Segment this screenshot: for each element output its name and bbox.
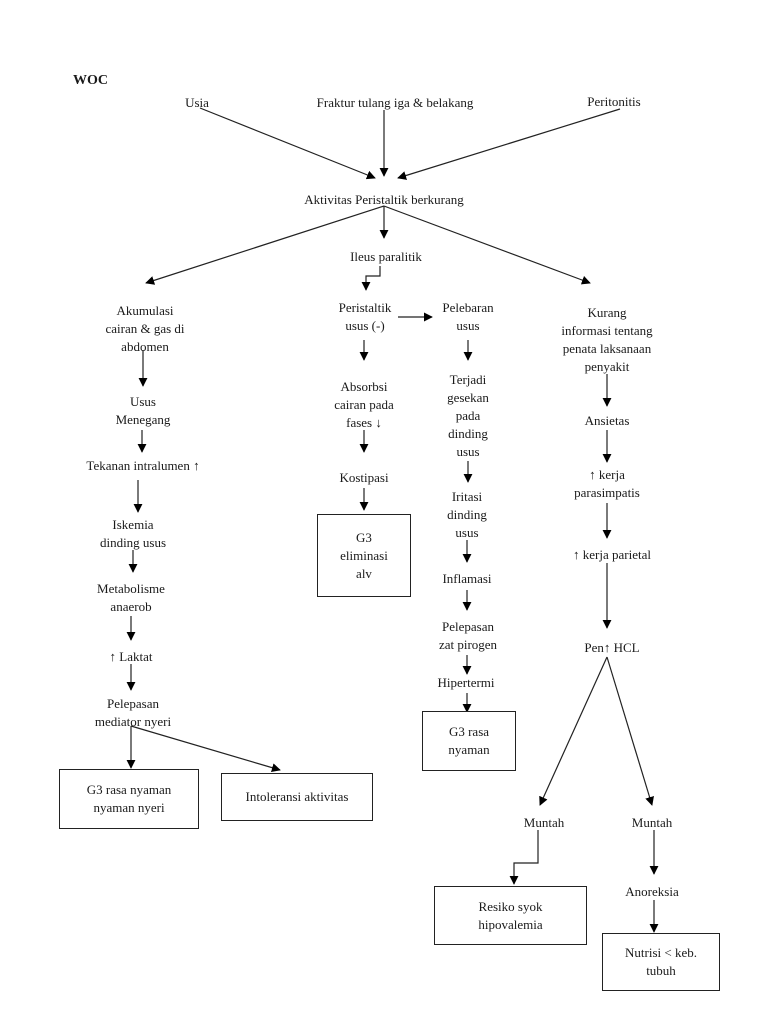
node-pen-hcl: Pen↑ HCL (584, 640, 640, 655)
node-pelepasan-pirogen: Pelepasan zat pirogen (438, 619, 498, 652)
node-kurang-informasi: Kurang informasi tentang penata laksanaa… (561, 305, 653, 374)
node-hipertermi: Hipertermi (437, 675, 495, 690)
node-terjadi-gesekan: Terjadi gesekan pada dinding usus (447, 372, 489, 459)
node-fraktur: Fraktur tulang iga & belakang (316, 95, 474, 110)
node-laktat: ↑ Laktat (109, 649, 153, 664)
edge-peritonitis-aktivitas (397, 108, 621, 180)
node-usia: Usia (185, 95, 209, 110)
node-iritasi: Iritasi dinding usus (447, 489, 487, 540)
node-inflamasi: Inflamasi (442, 571, 492, 586)
box-nutrisi: Nutrisi < keb. tubuh (602, 933, 720, 991)
edge-hcl-muntahleft (539, 656, 608, 806)
edge-aktivitas-kurang (383, 205, 591, 285)
node-kerja-parietal: ↑ kerja parietal (573, 547, 651, 562)
node-ileus: Ileus paralitik (350, 249, 422, 264)
box-resiko-syok: Resiko syok hipovalemia (434, 886, 587, 945)
edge-aktivitas-akumulasi (145, 205, 385, 285)
node-kostipasi: Kostipasi (339, 470, 389, 485)
edge-pelepasan-intoleransi (130, 725, 281, 773)
node-usus-menegang: Usus Menegang (115, 394, 171, 427)
node-kerja-parasimpatis: ↑ kerja parasimpatis (574, 467, 640, 500)
edge-usia-aktivitas (199, 107, 376, 180)
box-g3-rasa-nyaman: G3 rasa nyaman (422, 711, 516, 771)
node-iskemia: Iskemia dinding usus (99, 517, 167, 550)
node-muntah-left: Muntah (523, 815, 565, 830)
node-anoreksia: Anoreksia (625, 884, 679, 899)
node-absorbsi: Absorbsi cairan pada fases ↓ (334, 379, 394, 430)
edge-muntahleft-resiko (509, 830, 539, 885)
node-pelebaran: Pelebaran usus (442, 300, 494, 333)
node-akumulasi: Akumulasi cairan & gas di abdomen (105, 303, 185, 354)
node-ansietas: Ansietas (584, 413, 630, 428)
node-aktivitas: Aktivitas Peristaltik berkurang (304, 192, 464, 207)
node-tekanan: Tekanan intralumen ↑ (86, 458, 200, 473)
box-intoleransi: Intoleransi aktivitas (221, 773, 373, 821)
node-peristaltik-usus: Peristaltik usus (-) (338, 300, 392, 333)
box-g3-eliminasi: G3 eliminasi alv (317, 514, 411, 597)
diagram-title: WOC (73, 73, 108, 88)
edge-ileus-peristaltik (361, 266, 381, 291)
node-pelepasan-mediator: Pelepasan mediator nyeri (94, 696, 172, 729)
edge-hcl-muntahright (606, 656, 654, 806)
box-g3-nyeri: G3 rasa nyaman nyaman nyeri (59, 769, 199, 829)
node-muntah-right: Muntah (631, 815, 673, 830)
node-metabolisme: Metabolisme anaerob (97, 581, 165, 614)
node-peritonitis: Peritonitis (587, 94, 641, 109)
